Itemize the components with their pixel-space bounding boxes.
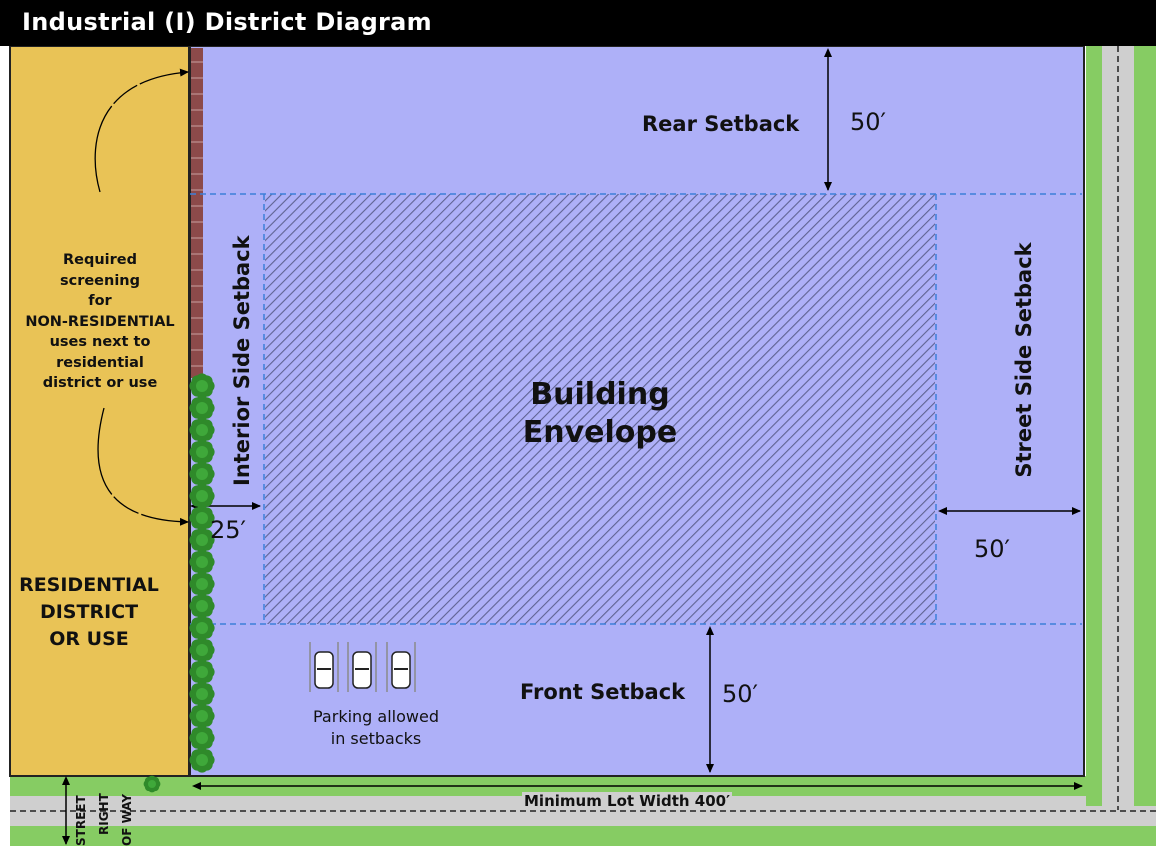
screening-note-line: for [88, 293, 112, 309]
street-row-line: RIGHT [97, 793, 111, 835]
parking-note: Parking allowed in setbacks [296, 706, 456, 750]
diagram-title: Industrial (I) District Diagram [22, 8, 432, 36]
shrub-icon [189, 747, 215, 773]
shrub-icon [189, 527, 215, 553]
building-envelope-line2: Envelope [522, 415, 678, 450]
building-envelope-label: Building Envelope [520, 376, 680, 452]
screening-wall [191, 48, 203, 378]
parking-note-line: in setbacks [330, 729, 422, 748]
screening-note: Required screening for NON-RESIDENTIAL u… [14, 250, 186, 394]
grass-strip-bottom [10, 826, 1156, 846]
street-side-setback-value: 50′ [974, 535, 1010, 563]
parking-note-line: Parking allowed [313, 707, 439, 726]
residential-line: DISTRICT [39, 601, 139, 623]
shrub-icon [189, 461, 215, 487]
shrub-icon [189, 659, 215, 685]
screening-note-line: screening [59, 272, 141, 289]
title-bar: Industrial (I) District Diagram [0, 0, 1156, 46]
screening-arrow-top [94, 68, 189, 193]
rear-setback-label: Rear Setback [642, 112, 800, 136]
screening-note-line: residential [56, 354, 144, 371]
shrub-icon [189, 637, 215, 663]
residential-line: OR USE [49, 628, 129, 650]
building-envelope-line1: Building [530, 377, 670, 412]
rear-setback-value: 50′ [850, 108, 886, 136]
shrub-icon [189, 615, 215, 641]
min-lot-width-label: Minimum Lot Width 400′ [522, 792, 733, 810]
grass-strip-right-outer [1134, 46, 1156, 806]
parking-stalls [309, 642, 416, 692]
shrub-icon [189, 417, 215, 443]
residential-line: RESIDENTIAL [19, 574, 159, 596]
street-row-line: OF WAY [120, 793, 134, 846]
front-setback-label: Front Setback [520, 680, 686, 704]
screening-note-line: uses next to [49, 334, 151, 350]
shrub-icon [189, 681, 215, 707]
shrub-icon [189, 571, 215, 597]
shrub-icon [189, 483, 215, 509]
screening-arrow-bottom [97, 407, 189, 526]
interior-side-setback-label: Interior Side Setback [230, 235, 254, 486]
shrub-icon [189, 505, 215, 531]
shrub-icon [189, 395, 215, 421]
residential-district-label: RESIDENTIAL DISTRICT OR USE [14, 572, 164, 653]
grass-strip-right-inner [1086, 46, 1102, 806]
screening-note-line: Required [62, 252, 138, 268]
shrub-icon [189, 549, 215, 575]
parking-stall [386, 642, 416, 692]
interior-side-setback-value: 25′ [210, 516, 246, 544]
shrub-icon [189, 373, 215, 399]
street-row-line: STREET [74, 795, 88, 846]
screening-shrubs [143, 373, 215, 793]
shrub-icon [189, 703, 215, 729]
parking-stall [347, 642, 377, 692]
shrub-icon [143, 775, 161, 793]
shrub-icon [189, 593, 215, 619]
shrub-icon [189, 725, 215, 751]
front-setback-value: 50′ [722, 680, 758, 708]
residential-district [9, 45, 190, 777]
street-side-setback-label: Street Side Setback [1012, 242, 1036, 478]
screening-note-line: NON-RESIDENTIAL [25, 313, 175, 330]
parking-stall [309, 642, 339, 692]
building-envelope [265, 194, 935, 624]
screening-note-line: district or use [42, 375, 158, 391]
shrub-icon [189, 439, 215, 465]
